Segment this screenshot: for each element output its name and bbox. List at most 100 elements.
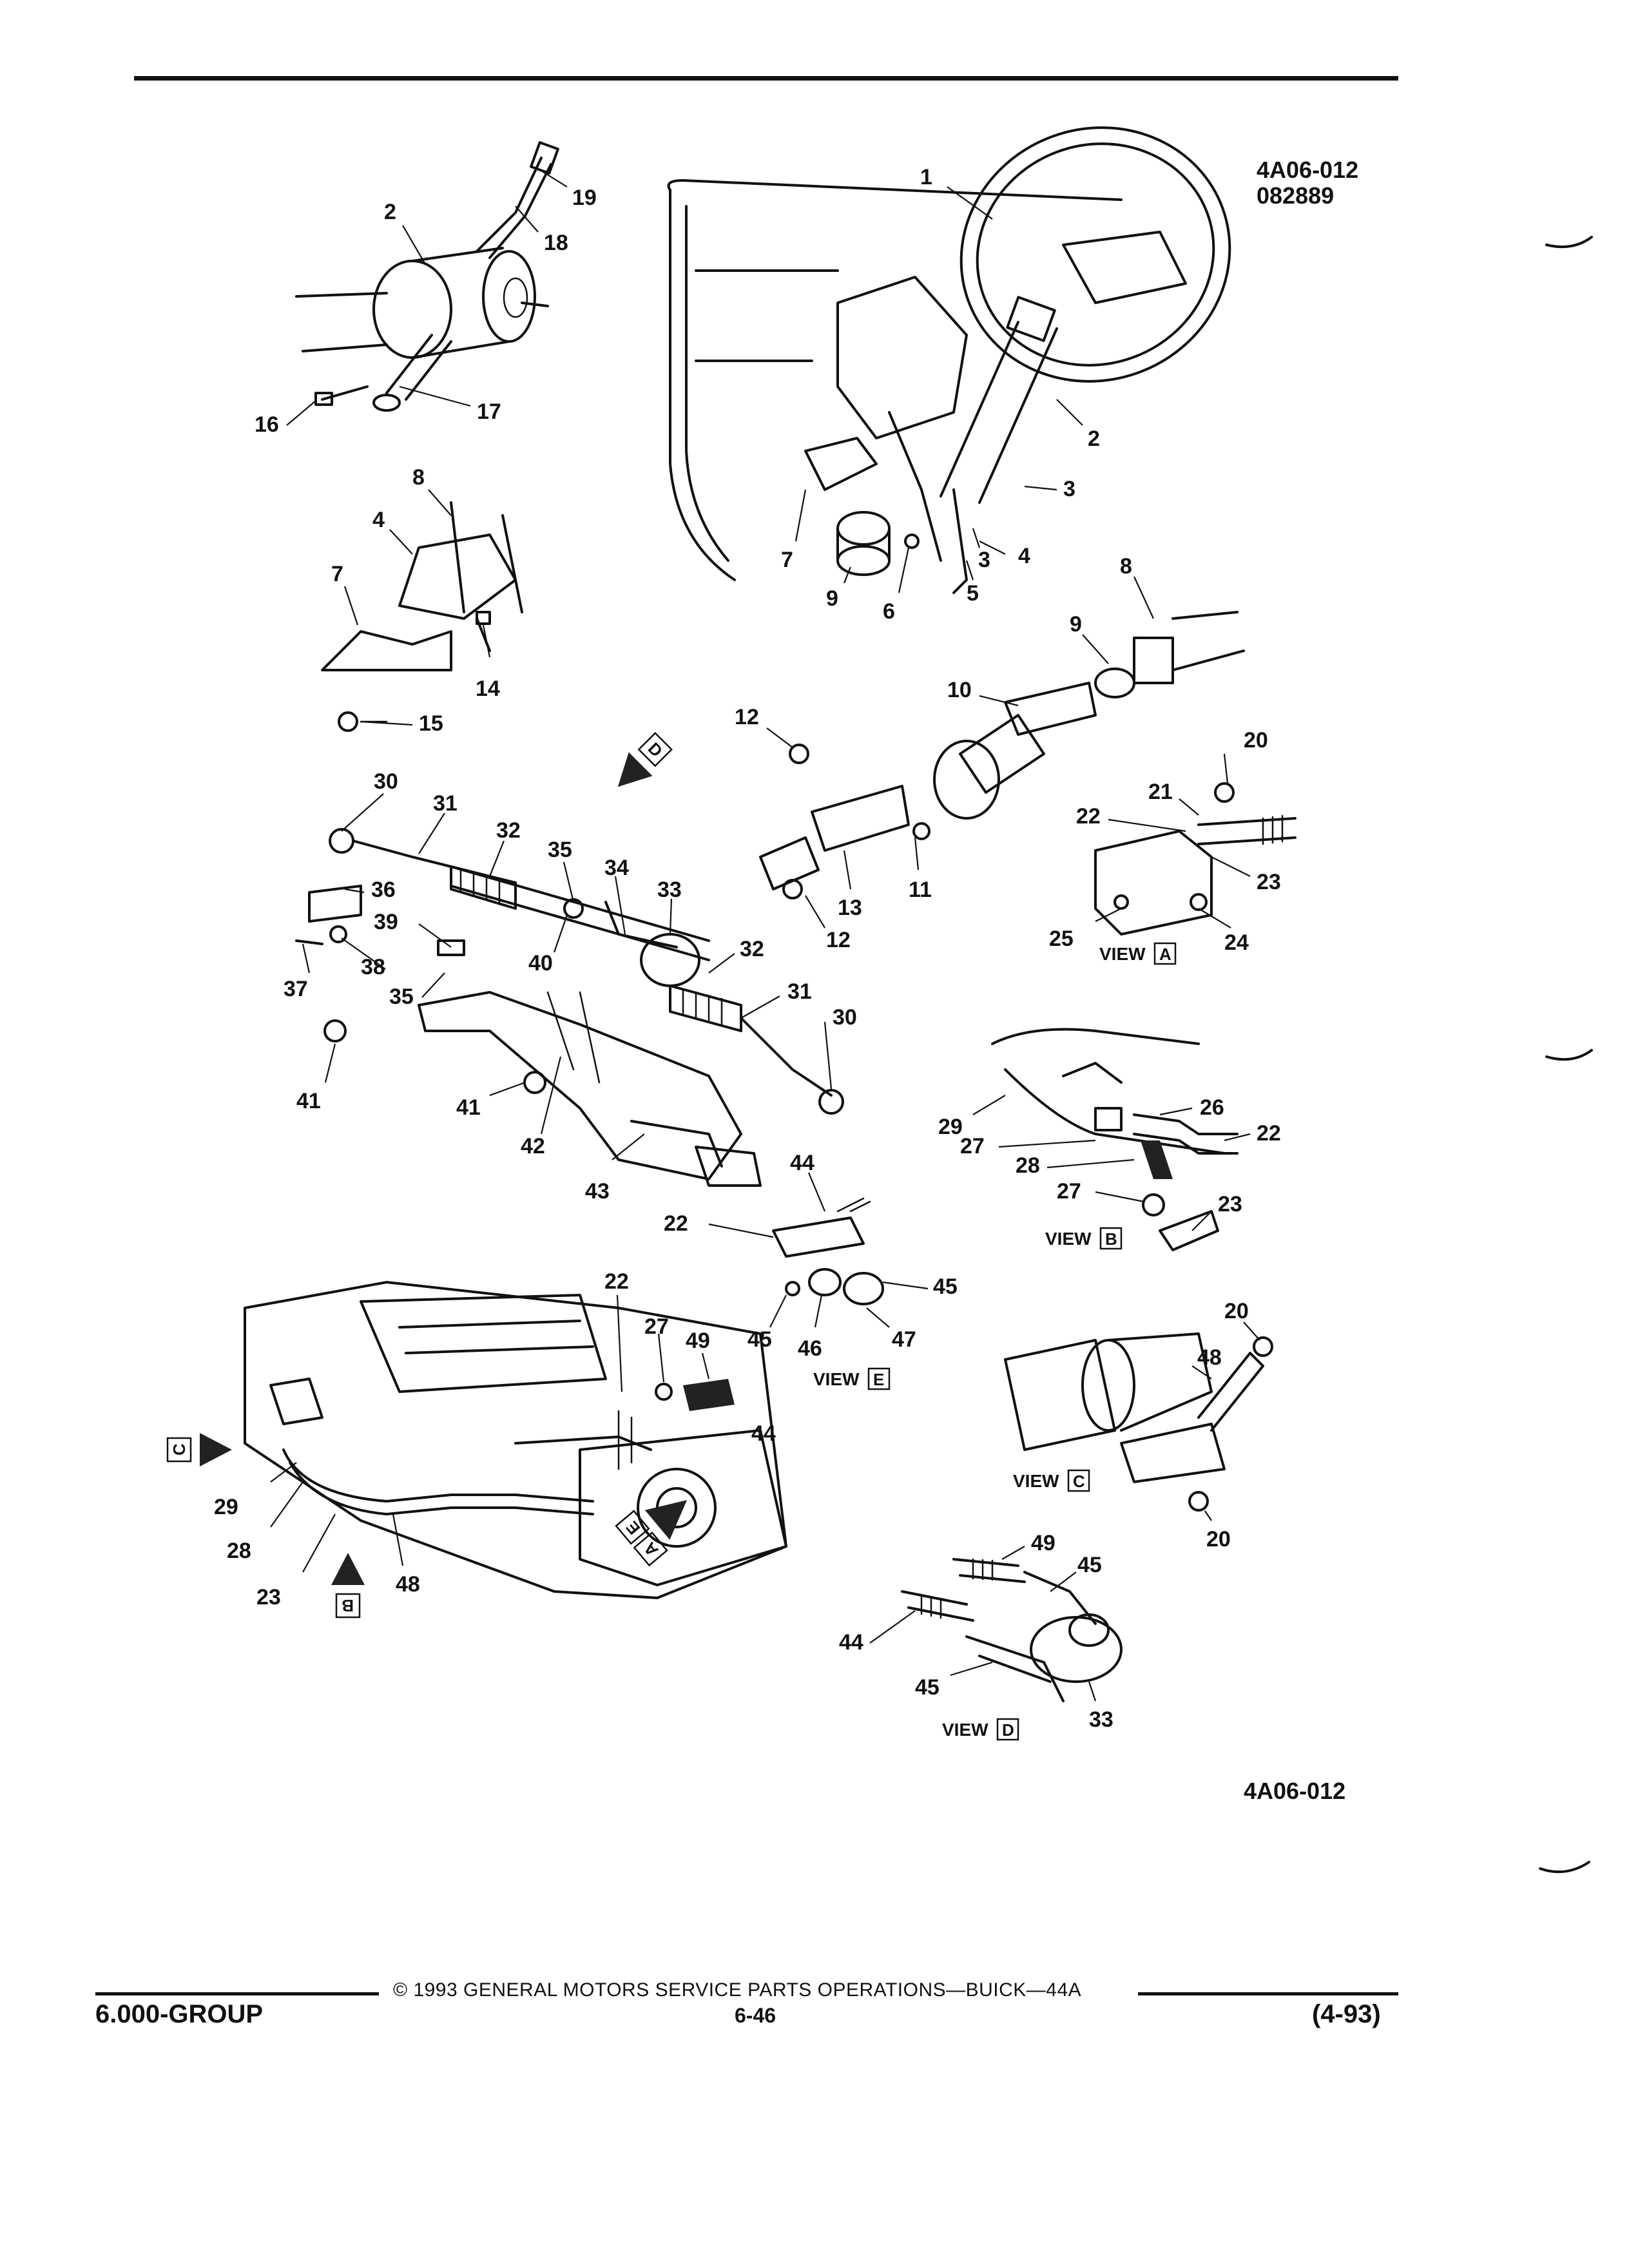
steering-wheel-assembly xyxy=(667,126,1231,594)
column-assembly-upper-left xyxy=(295,141,559,412)
svg-text:40: 40 xyxy=(528,951,553,975)
svg-text:31: 31 xyxy=(433,791,458,816)
view-e-label: VIEW xyxy=(813,1369,860,1389)
svg-text:41: 41 xyxy=(296,1089,321,1113)
svg-text:3: 3 xyxy=(1063,477,1075,501)
svg-text:12: 12 xyxy=(735,705,759,729)
svg-text:B: B xyxy=(342,1596,354,1615)
svg-text:3: 3 xyxy=(978,548,990,572)
svg-text:11: 11 xyxy=(909,878,932,902)
crossmember xyxy=(323,991,762,1187)
view-a-label: VIEW xyxy=(1099,944,1146,964)
figure-ref-date: 082889 xyxy=(1257,182,1335,209)
svg-text:20: 20 xyxy=(1224,1299,1249,1323)
svg-text:34: 34 xyxy=(604,856,629,880)
svg-text:8: 8 xyxy=(1120,554,1132,579)
svg-text:1: 1 xyxy=(920,165,932,189)
footer-copyright: © 1993 GENERAL MOTORS SERVICE PARTS OPER… xyxy=(393,1979,1082,2001)
svg-text:49: 49 xyxy=(686,1329,710,1353)
footer-rule-left xyxy=(95,1992,379,1995)
footer-group: 6.000-GROUP xyxy=(95,2000,264,2028)
view-d-box xyxy=(996,1718,1019,1741)
svg-text:26: 26 xyxy=(1200,1095,1224,1120)
svg-text:42: 42 xyxy=(521,1134,545,1158)
view-a-box xyxy=(1153,942,1177,965)
svg-text:24: 24 xyxy=(1224,930,1249,955)
svg-text:48: 48 xyxy=(396,1572,420,1597)
boot-left xyxy=(450,865,517,910)
boot-right xyxy=(669,985,742,1032)
figure-ref-code: 4A06-012 xyxy=(1257,157,1359,183)
edge-marks xyxy=(1539,236,1593,1874)
svg-text:45: 45 xyxy=(933,1274,958,1299)
arrow-b: B xyxy=(331,1553,365,1619)
footer-revision: (4-93) xyxy=(1312,2000,1381,2028)
callout-labels: 19 18 2 17 16 1 2 3 3 4 5 6 7 9 8 4 7 14… xyxy=(214,165,1281,1732)
svg-text:5: 5 xyxy=(967,581,979,606)
arrow-d: D xyxy=(617,732,673,787)
svg-text:44: 44 xyxy=(751,1421,776,1446)
svg-text:23: 23 xyxy=(1218,1192,1242,1216)
svg-text:2: 2 xyxy=(384,200,396,224)
footer-page-number: 6-46 xyxy=(735,2004,776,2027)
svg-text:48: 48 xyxy=(1197,1345,1222,1370)
svg-text:31: 31 xyxy=(787,979,812,1004)
svg-text:7: 7 xyxy=(331,562,343,586)
svg-text:39: 39 xyxy=(374,910,398,934)
svg-text:9: 9 xyxy=(1070,612,1082,637)
svg-text:20: 20 xyxy=(1206,1527,1231,1552)
svg-text:22: 22 xyxy=(1076,804,1101,829)
svg-text:21: 21 xyxy=(1148,780,1173,804)
svg-text:20: 20 xyxy=(1244,728,1268,753)
svg-text:29: 29 xyxy=(214,1495,238,1519)
svg-text:28: 28 xyxy=(1016,1153,1040,1178)
svg-text:23: 23 xyxy=(1257,870,1281,894)
svg-text:8: 8 xyxy=(412,465,425,490)
column-bracket-detail xyxy=(321,501,523,732)
svg-text:36: 36 xyxy=(371,878,396,902)
svg-text:32: 32 xyxy=(740,937,764,961)
figure-code-bottom: 4A06-012 xyxy=(1244,1778,1346,1804)
view-b-box xyxy=(1099,1227,1123,1250)
view-c-letter: C xyxy=(1073,1472,1085,1491)
view-d-detail xyxy=(901,1558,1123,1702)
view-b-label: VIEW xyxy=(1045,1229,1092,1249)
svg-text:10: 10 xyxy=(947,678,972,702)
svg-text:29: 29 xyxy=(938,1115,963,1139)
header-rule xyxy=(134,76,1398,81)
svg-text:35: 35 xyxy=(389,985,414,1009)
svg-text:16: 16 xyxy=(255,412,279,437)
svg-text:30: 30 xyxy=(833,1005,857,1030)
view-d-letter: D xyxy=(1002,1720,1014,1740)
svg-text:12: 12 xyxy=(826,928,851,952)
view-d-label: VIEW xyxy=(942,1720,988,1740)
svg-text:47: 47 xyxy=(892,1327,916,1352)
svg-text:13: 13 xyxy=(838,896,862,920)
svg-text:22: 22 xyxy=(604,1269,629,1294)
svg-text:30: 30 xyxy=(374,769,398,794)
svg-text:22: 22 xyxy=(664,1211,688,1236)
intermediate-shaft xyxy=(759,611,1245,899)
svg-text:27: 27 xyxy=(1057,1179,1081,1204)
view-a-detail xyxy=(1094,782,1296,936)
svg-text:35: 35 xyxy=(548,838,572,862)
footer-rule-right xyxy=(1138,1992,1398,1995)
view-e-detail xyxy=(772,1197,884,1305)
svg-text:14: 14 xyxy=(476,677,500,701)
svg-text:19: 19 xyxy=(572,186,597,210)
svg-text:27: 27 xyxy=(644,1314,669,1339)
view-c-detail xyxy=(1004,1332,1273,1512)
svg-text:18: 18 xyxy=(544,231,568,255)
view-c-label: VIEW xyxy=(1013,1471,1059,1491)
svg-text:45: 45 xyxy=(915,1675,940,1700)
svg-text:9: 9 xyxy=(826,586,838,611)
svg-text:44: 44 xyxy=(839,1630,863,1655)
svg-text:28: 28 xyxy=(227,1539,251,1563)
view-e-box xyxy=(867,1367,891,1390)
svg-text:23: 23 xyxy=(256,1585,281,1610)
svg-text:17: 17 xyxy=(477,399,501,424)
svg-text:4: 4 xyxy=(372,508,385,532)
svg-text:33: 33 xyxy=(1089,1707,1113,1732)
view-c-box xyxy=(1067,1469,1090,1492)
